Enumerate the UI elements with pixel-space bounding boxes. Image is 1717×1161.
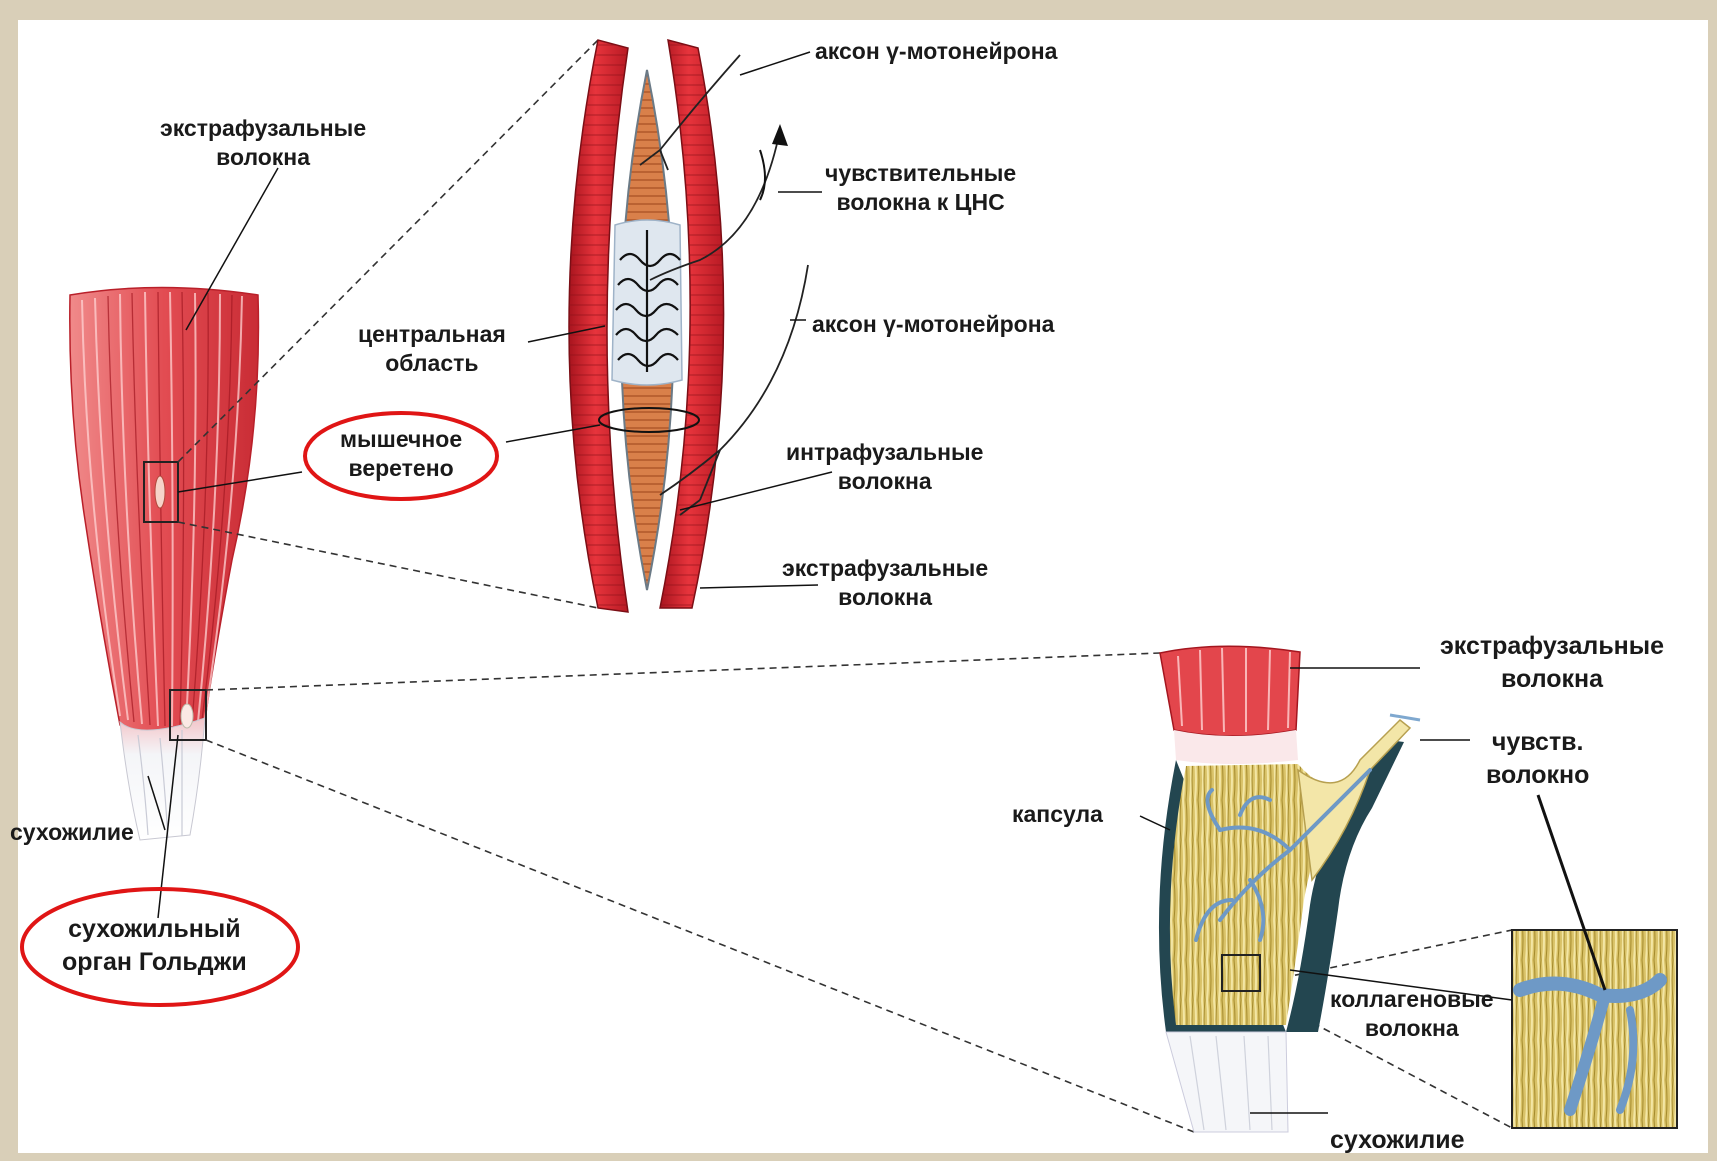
label-extrafusal-golgi: экстрафузальные волокна <box>1440 630 1664 696</box>
whole-muscle <box>70 288 259 841</box>
label-muscle-spindle: мышечное веретено <box>340 425 462 483</box>
label-extrafusal-spindle: экстрафузальные волокна <box>782 554 988 612</box>
label-extrafusal-top-left: экстрафузальные волокна <box>160 114 366 172</box>
label-tendon-left: сухожилие <box>10 818 134 847</box>
label-gamma-axon-top: аксон γ-мотонейрона <box>815 37 1057 66</box>
label-gamma-axon-mid: аксон γ-мотонейрона <box>812 310 1054 339</box>
label-capsule: капсула <box>1012 800 1103 829</box>
label-sensory-cns: чувствительные волокна к ЦНС <box>825 159 1016 217</box>
label-collagen: коллагеновые волокна <box>1330 985 1494 1043</box>
label-golgi-organ: сухожильный орган Гольджи <box>62 913 247 979</box>
label-intrafusal: интрафузальные волокна <box>786 438 983 496</box>
label-central-region: центральная область <box>358 320 506 378</box>
label-tendon-bottom: сухожилие <box>1330 1124 1465 1157</box>
label-sensory-fiber: чувств. волокно <box>1486 726 1589 792</box>
